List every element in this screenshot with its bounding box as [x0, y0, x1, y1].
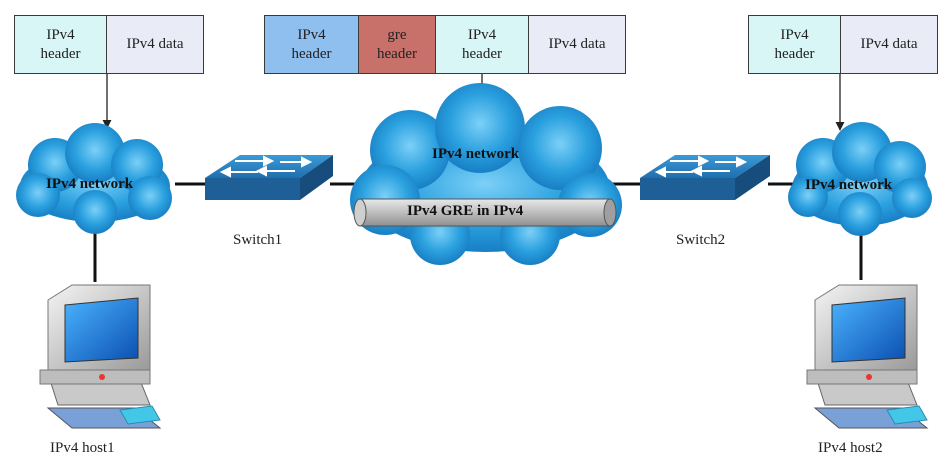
host2-label: IPv4 host2: [818, 440, 883, 456]
cloud-left: [16, 123, 172, 234]
middle-packet-outer-ipv4-header: IPv4 header: [264, 15, 359, 74]
switch2-icon: [640, 155, 770, 200]
cloud-middle-label: IPv4 network: [432, 146, 520, 162]
right-packet-ipv4-header: IPv4 header: [748, 15, 841, 74]
switch1-icon: [205, 155, 333, 200]
gre-tunnel: [353, 198, 617, 227]
cloud-right: [788, 122, 932, 236]
middle-packet-gre-header: gre header: [358, 15, 436, 74]
switch2-label: Switch2: [676, 232, 726, 248]
middle-packet-ipv4-data: IPv4 data: [528, 15, 626, 74]
host2-computer-icon: [806, 284, 929, 429]
cloud-right-label: IPv4 network: [805, 177, 893, 193]
host1-label: IPv4 host1: [50, 440, 115, 456]
links: [93, 182, 863, 282]
cloud-left-label: IPv4 network: [46, 176, 134, 192]
left-packet-ipv4-header: IPv4 header: [14, 15, 107, 74]
host1-computer-icon: [39, 284, 162, 429]
switch1-label: Switch1: [233, 232, 283, 248]
cloud-middle: [350, 83, 622, 265]
gre-tunnel-label: IPv4 GRE in IPv4: [407, 203, 524, 219]
left-packet-ipv4-data: IPv4 data: [106, 15, 204, 74]
right-packet-ipv4-data: IPv4 data: [840, 15, 938, 74]
middle-packet-inner-ipv4-header: IPv4 header: [435, 15, 529, 74]
